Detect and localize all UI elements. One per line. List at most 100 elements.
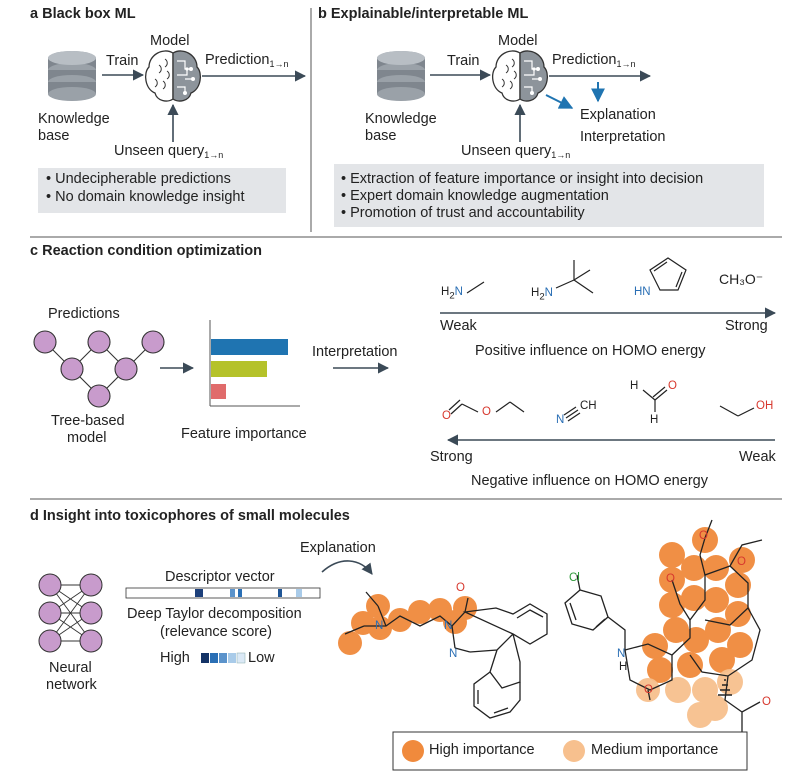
high-label: High [160, 650, 190, 666]
prediction-text-b: Prediction [552, 52, 617, 68]
mol2-o3: O [737, 556, 746, 568]
panel-c-title-text: Reaction condition optimization [42, 243, 263, 259]
stereo-wedge [718, 679, 732, 696]
interpretation-label-b: Interpretation [580, 129, 666, 145]
molecule2-skeleton [564, 519, 763, 740]
unseen-label-a: Unseen query1→n [114, 143, 223, 160]
mol2-o2: O [666, 573, 675, 585]
formaldehyde-h1: H [630, 380, 639, 392]
molecule-tbutylamine [555, 260, 594, 294]
positive-influence-label: Positive influence on HOMO energy [475, 343, 706, 359]
panel-b-letter: b [318, 6, 327, 22]
molecule-formaldehyde [642, 386, 668, 412]
bullet-b-1-text: Extraction of feature importance or insi… [350, 171, 704, 187]
mol2-cl: Cl [569, 572, 580, 584]
molecule-pyrrole [649, 257, 687, 291]
panel-b-title: b Explainable/interpretable ML [318, 6, 528, 23]
base-label-b: base [365, 128, 397, 144]
nitrile-label: N [556, 414, 565, 426]
bullet-a-1-text: Undecipherable predictions [55, 171, 231, 187]
unseen-text-b: Unseen query [461, 143, 552, 159]
feature-importance-label: Feature importance [181, 426, 307, 442]
bullet-b-1: • Extraction of feature importance or in… [341, 171, 704, 187]
interpretation-label-c: Interpretation [312, 344, 398, 360]
nitrile-ch: CH [580, 400, 597, 412]
tree-label-2: model [67, 430, 107, 446]
train-label-b: Train [447, 53, 480, 69]
strong-label-1: Strong [725, 318, 768, 334]
neural-label-1: Neural [49, 660, 92, 676]
explanation-curve-arrow [321, 560, 373, 575]
bullet-a-1: • Undecipherable predictions [46, 171, 231, 187]
ethanol-oh: OH [756, 400, 774, 412]
descriptor-label: Descriptor vector [165, 569, 275, 585]
tree-nodes [33, 330, 165, 408]
train-label-a: Train [106, 53, 139, 69]
unseen-sub-a: 1→n [204, 150, 224, 160]
relevance-scale [201, 652, 246, 664]
methoxide-label: CH₃O⁻ [719, 271, 764, 287]
explanation-arrow [545, 94, 574, 109]
mol2-o-ketone: O [644, 684, 653, 696]
bullet-box-a [38, 168, 286, 213]
predictions-label: Predictions [48, 306, 120, 322]
formaldehyde-h2: H [650, 414, 659, 426]
low-label: Low [248, 650, 275, 666]
bar-3 [211, 384, 226, 399]
mol1-n1: N [375, 620, 384, 632]
amine-label-1: H2N [441, 286, 463, 302]
legend-medium-label: Medium importance [591, 742, 719, 758]
panel-a-title-text: Black box ML [42, 6, 136, 22]
bullet-b-2: • Expert domain knowledge augmentation [341, 188, 609, 204]
bullet-b-2-text: Expert domain knowledge augmentation [350, 188, 609, 204]
model-label-b: Model [498, 33, 538, 49]
mol2-o4: O [762, 696, 771, 708]
panel-d-title: d Insight into toxicophores of small mol… [30, 508, 350, 525]
molecule1-skeleton [344, 591, 548, 719]
prediction-label-a: Prediction1→n [205, 52, 289, 69]
prediction-label-b: Prediction1→n [552, 52, 636, 69]
pyrrole-nh-label: HN [634, 286, 651, 298]
model-label-a: Model [150, 33, 190, 49]
brain-icon-b [491, 50, 549, 102]
legend-medium-swatch [563, 740, 585, 762]
database-icon [48, 51, 96, 101]
mol2-h: H [619, 661, 628, 673]
panel-a-title: a Black box ML [30, 6, 136, 23]
molecule-ethanol [719, 405, 755, 417]
bullet-a-2-text: No domain knowledge insight [55, 189, 245, 205]
molecule-acetonitrile [563, 406, 581, 422]
base-label-a: base [38, 128, 70, 144]
bullet-b-3-text: Promotion of trust and accountability [350, 205, 585, 221]
molecule-ethylformate [448, 399, 525, 415]
relevance-label: (relevance score) [160, 624, 273, 640]
database-icon-b [377, 51, 425, 101]
bar-1 [211, 339, 288, 355]
panel-c-letter: c [30, 243, 39, 259]
panel-d-title-text: Insight into toxicophores of small molec… [42, 508, 350, 524]
molecule-methylamine [466, 281, 485, 294]
bullet-a-2: • No domain knowledge insight [46, 189, 245, 205]
brain-icon [144, 50, 202, 102]
mol1-o: O [456, 582, 465, 594]
panel-a-letter: a [30, 6, 39, 22]
tree-label-1: Tree-based [51, 413, 125, 429]
bullet-b-3: • Promotion of trust and accountability [341, 205, 585, 221]
negative-influence-label: Negative influence on HOMO energy [471, 473, 708, 489]
panel-c-title: c Reaction condition optimization [30, 243, 262, 260]
mol1-n2: N [444, 620, 453, 632]
mol1-n3: N [449, 648, 458, 660]
legend-high-swatch [402, 740, 424, 762]
prediction-sub-a: 1→n [269, 59, 289, 69]
panel-d-letter: d [30, 508, 39, 524]
unseen-sub-b: 1→n [551, 150, 571, 160]
mol2-o1: O [699, 530, 708, 542]
molecule2-highlights-high [642, 527, 755, 683]
dtd-label: Deep Taylor decomposition [127, 606, 302, 622]
knowledge-label-a: Knowledge [38, 111, 110, 127]
explanation-label-d: Explanation [300, 540, 376, 556]
panel-b-title-text: Explainable/interpretable ML [330, 6, 529, 22]
bar-2 [211, 361, 267, 377]
